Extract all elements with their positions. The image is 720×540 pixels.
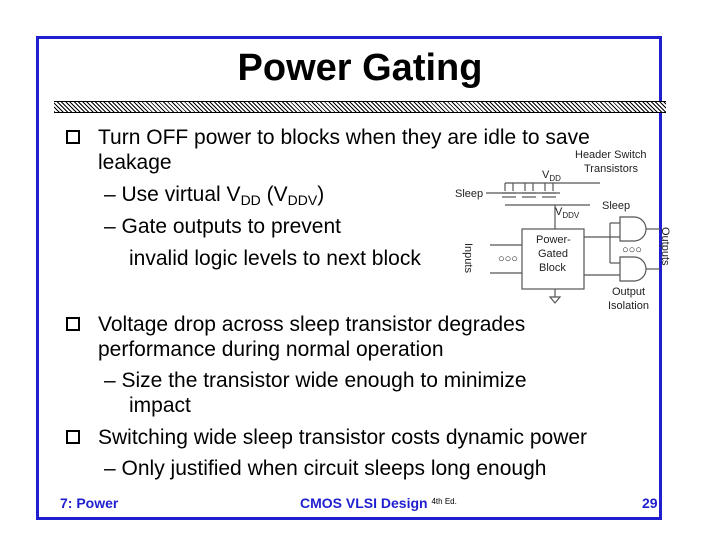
diagram-input-dots: ○○○ [498, 253, 518, 265]
diagram-isolation-label: Isolation [608, 300, 649, 312]
power-gating-diagram: Header Switch Transistors VDD Sleep VDDV… [455, 149, 671, 312]
diagram-vdd-label: VDD [542, 169, 561, 183]
sub-1-suffix: ) [317, 183, 325, 206]
diagram-sleep-left-label: Sleep [455, 188, 483, 200]
footer-page-number: 29 [642, 495, 658, 511]
bullet-2-line-1: Voltage drop across sleep transistor deg… [98, 313, 526, 336]
diagram-transistors-label: Transistors [584, 163, 638, 175]
bullet-3-sub-1-line-1: – Only justified when circuit sleeps lon… [104, 457, 547, 480]
bullet-1-line-2: leakage [98, 151, 172, 174]
bullet-marker [66, 317, 80, 331]
bullet-1-sub-2-line-1: – Gate outputs to prevent [104, 215, 341, 238]
diagram-vddv-label: VDDV [555, 206, 580, 220]
bullet-2-sub-1-line-2: impact [129, 394, 191, 417]
bullet-marker [66, 130, 80, 144]
slide-frame [36, 36, 662, 520]
sub-1-mid: (V [260, 183, 288, 206]
title-divider [54, 101, 666, 113]
diagram-output-label: Output [612, 286, 645, 298]
diagram-block-line-2: Gated [538, 248, 568, 260]
footer-section-label: 7: Power [60, 495, 119, 511]
diagram-output-dots: ○○○ [622, 244, 642, 256]
bullet-2-line-2: performance during normal operation [98, 338, 444, 361]
bullet-1-sub-1: – Use virtual VDD (VDDV) [104, 182, 324, 207]
diagram-sleep-right-label: Sleep [602, 200, 630, 212]
bullet-1-line-1: Turn OFF power to blocks when they are i… [98, 126, 590, 149]
diagram-block-line-1: Power- [536, 234, 571, 246]
bullet-2-sub-1-line-1: – Size the transistor wide enough to min… [104, 369, 527, 392]
sub-1-prefix: – Use virtual V [104, 183, 241, 206]
diagram-outputs-label: Outputs [659, 227, 671, 266]
vddv-subscript: DDV [287, 192, 318, 208]
footer-edition: 4th Ed. [431, 497, 457, 506]
diagram-inputs-label: Inputs [462, 243, 474, 273]
bullet-marker [66, 430, 80, 444]
footer-course-title: CMOS VLSI Design 4th Ed. [300, 495, 457, 511]
diagram-header-switch-label: Header Switch [575, 149, 647, 161]
bullet-3-line-1: Switching wide sleep transistor costs dy… [98, 426, 588, 449]
slide-title: Power Gating [237, 47, 483, 89]
diagram-block-line-3: Block [539, 262, 566, 274]
bullet-1-sub-2-line-2: invalid logic levels to next block [129, 247, 421, 270]
vdd-subscript: DD [240, 192, 261, 208]
